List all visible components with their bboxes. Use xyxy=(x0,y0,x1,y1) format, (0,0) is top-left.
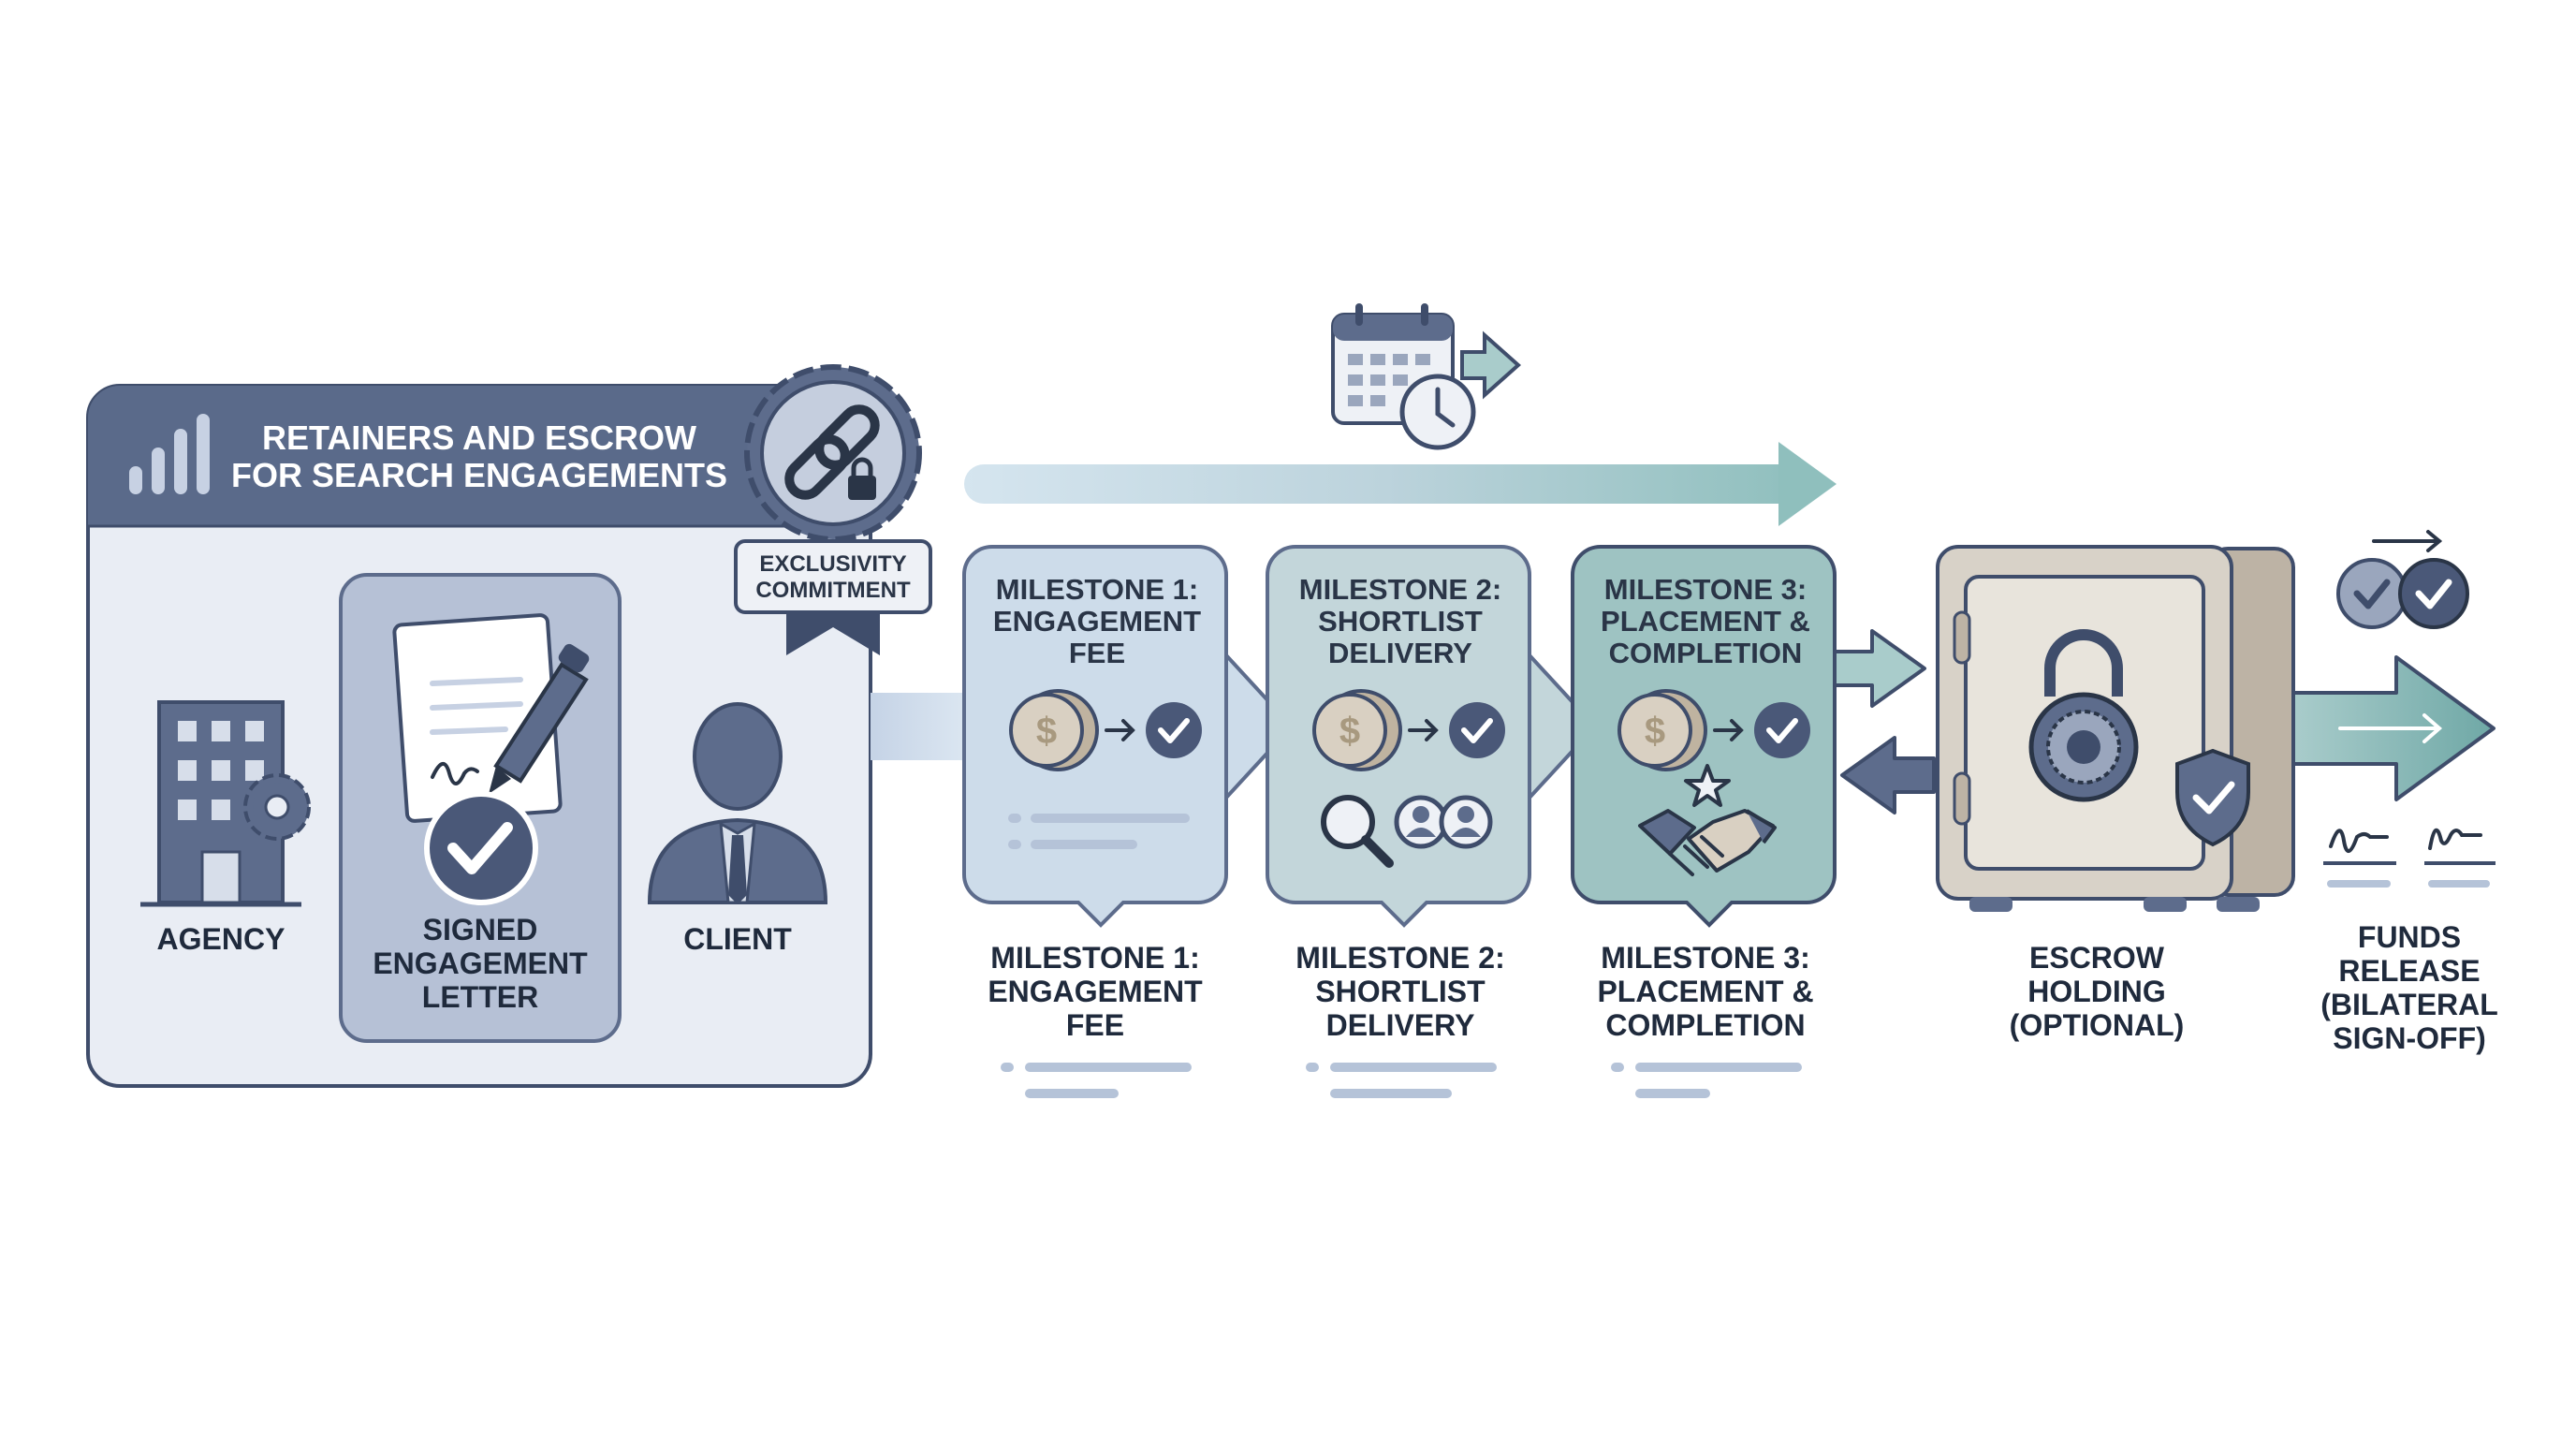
release-arrow xyxy=(2291,655,2496,801)
candidates-icon xyxy=(1394,795,1493,849)
milestone-1-title-line3: FEE xyxy=(1069,637,1125,669)
letter-label-line2: ENGAGEMENT xyxy=(373,946,588,980)
milestone-2-title-line2: SHORTLIST xyxy=(1318,605,1483,638)
milestone-2-label-line2: SHORTLIST xyxy=(1315,975,1486,1008)
arrow-right-icon xyxy=(1105,719,1135,741)
release-label-line3: (BILATERAL xyxy=(2320,988,2498,1021)
escrow-label-line3: (OPTIONAL) xyxy=(2010,1008,2185,1042)
milestone-1-title-line1: MILESTONE 1: xyxy=(996,573,1198,606)
release-label-line1: FUNDS xyxy=(2358,920,2461,954)
timeline-arrow xyxy=(964,442,1837,526)
letter-label-line1: SIGNED xyxy=(423,913,538,946)
milestone-3-title-line1: MILESTONE 3: xyxy=(1604,573,1807,606)
milestone-label-3: MILESTONE 3: PLACEMENT & COMPLETION xyxy=(1597,941,1814,1098)
arrow-right-icon xyxy=(1713,719,1744,741)
gear-icon xyxy=(243,773,311,841)
signature-lines-icon xyxy=(2323,828,2496,888)
milestone-1-label-line3: FEE xyxy=(1066,1008,1124,1042)
release-label-line2: RELEASE xyxy=(2338,954,2480,988)
check-circle-icon xyxy=(424,791,538,905)
milestone-1-label-line2: ENGAGEMENT xyxy=(988,975,1203,1008)
milestone-2-title-line3: DELIVERY xyxy=(1328,637,1472,669)
shield-check-icon xyxy=(2175,748,2250,847)
coin-symbol: $ xyxy=(1339,711,1360,752)
milestone-card-1: MILESTONE 1: ENGAGEMENT FEE $ xyxy=(962,545,1295,928)
milestone-label-2: MILESTONE 2: SHORTLIST DELIVERY xyxy=(1295,941,1505,1098)
magnifier-icon xyxy=(1321,795,1394,868)
badge-line1: EXCLUSIVITY xyxy=(759,551,906,577)
milestone-2-title-line1: MILESTONE 2: xyxy=(1299,573,1501,606)
coin-icon: $ xyxy=(1312,689,1402,771)
release-label-line4: SIGN-OFF) xyxy=(2333,1021,2486,1055)
client-label: CLIENT xyxy=(683,922,792,956)
calendar-clock-icon xyxy=(1331,303,1522,450)
coin-icon: $ xyxy=(1617,689,1707,771)
check-circle-icon xyxy=(1754,702,1810,758)
exclusivity-badge: EXCLUSIVITY COMMITMENT xyxy=(734,364,932,655)
coin-symbol: $ xyxy=(1036,711,1057,752)
milestone-3-label-line3: COMPLETION xyxy=(1605,1008,1805,1042)
panel-title-line1: RETAINERS AND ESCROW xyxy=(262,418,696,457)
milestone-3-label-line2: PLACEMENT & xyxy=(1597,975,1813,1008)
handshake-icon xyxy=(1638,809,1777,876)
milestone-2-label-line3: DELIVERY xyxy=(1326,1008,1475,1042)
milestone-3-title-line3: COMPLETION xyxy=(1609,637,1803,669)
deposit-arrow xyxy=(1833,629,1926,708)
badge-line2: COMMITMENT xyxy=(755,578,911,603)
coin-icon: $ xyxy=(1009,689,1099,771)
milestone-3-title-line2: PLACEMENT & xyxy=(1601,605,1810,638)
milestone-1-label-line1: MILESTONE 1: xyxy=(990,941,1199,975)
signal-bars-icon xyxy=(129,414,210,494)
agency-label: AGENCY xyxy=(157,922,285,956)
placeholder-lines xyxy=(1008,814,1190,849)
escrow-safe-icon xyxy=(1936,545,2295,912)
dual-approval-icon xyxy=(2336,530,2469,629)
panel-title-line2: FOR SEARCH ENGAGEMENTS xyxy=(231,456,727,494)
pen-icon xyxy=(489,643,590,794)
milestone-card-3: MILESTONE 3: PLACEMENT & COMPLETION $ xyxy=(1571,545,1837,928)
star-icon xyxy=(1684,764,1731,807)
escrow-label-line1: ESCROW xyxy=(2029,941,2165,975)
panel-to-milestone-connector xyxy=(871,693,964,760)
arrow-right-icon xyxy=(1408,719,1439,741)
check-circle-icon xyxy=(1146,702,1202,758)
check-circle-icon xyxy=(1449,702,1505,758)
milestone-2-label-line1: MILESTONE 2: xyxy=(1295,941,1504,975)
padlock-icon xyxy=(2028,629,2139,802)
milestone-card-2: MILESTONE 2: SHORTLIST DELIVERY $ xyxy=(1266,545,1598,928)
milestone-1-title-line2: ENGAGEMENT xyxy=(993,605,1201,638)
coin-symbol: $ xyxy=(1645,711,1665,752)
milestone-3-label-line1: MILESTONE 3: xyxy=(1601,941,1809,975)
chain-link-lock-icon xyxy=(784,404,880,500)
letter-label-line3: LETTER xyxy=(422,980,538,1014)
return-arrow xyxy=(1840,736,1936,814)
milestone-label-1: MILESTONE 1: ENGAGEMENT FEE xyxy=(988,941,1203,1098)
client-person-icon xyxy=(647,702,828,904)
escrow-label-line2: HOLDING xyxy=(2027,975,2166,1008)
signed-letter-card: SIGNED ENGAGEMENT LETTER xyxy=(339,573,622,1043)
